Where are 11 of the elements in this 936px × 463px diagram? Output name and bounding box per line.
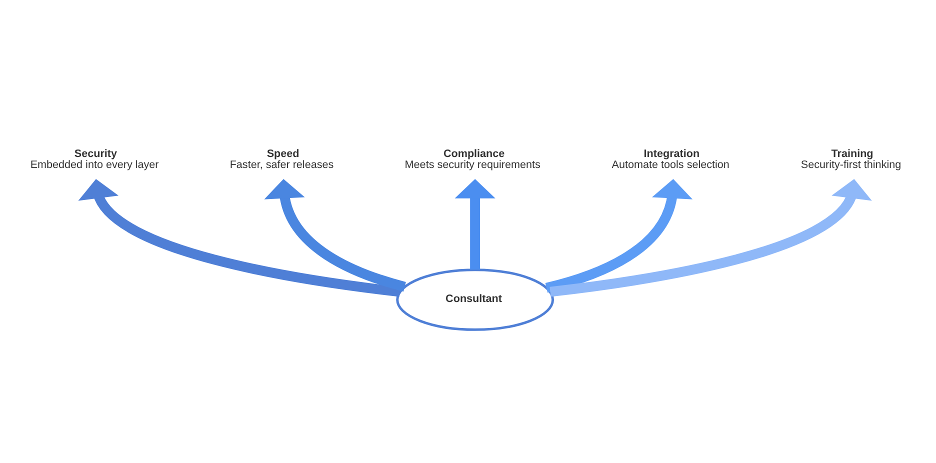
node-text: Training Security-first thinking (800, 148, 902, 170)
node-text: Speed Faster, safer releases (230, 148, 334, 170)
arrow (545, 178, 693, 292)
node-ellipse: Consultant (396, 268, 554, 330)
node-text: Integration Automate tools selection (612, 148, 730, 170)
arrow (78, 178, 400, 296)
arrow (550, 178, 872, 296)
node-text: Security Embedded into every layer (30, 148, 159, 170)
arrow (264, 178, 406, 292)
arrow (454, 178, 496, 270)
node-text: Compliance Meets security requirements (404, 148, 540, 170)
